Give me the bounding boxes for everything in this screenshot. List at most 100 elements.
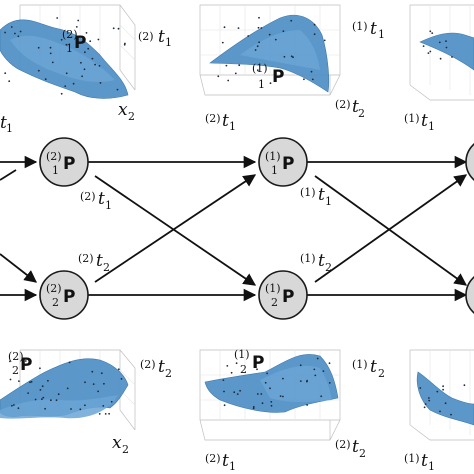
sample-point bbox=[47, 379, 49, 382]
axis-label-var: t bbox=[158, 27, 165, 47]
sample-point bbox=[254, 49, 257, 51]
sample-point bbox=[451, 56, 453, 58]
sample-point bbox=[60, 38, 63, 41]
sample-point bbox=[66, 32, 69, 34]
sample-point bbox=[22, 360, 25, 363]
edge-in-diag-1 bbox=[0, 169, 17, 181]
sample-point bbox=[98, 413, 101, 415]
sample-point bbox=[70, 408, 72, 410]
sample-point bbox=[42, 396, 45, 399]
sample-point bbox=[264, 381, 267, 384]
svg-text:2: 2 bbox=[325, 261, 332, 274]
sample-point bbox=[439, 57, 442, 60]
sample-point bbox=[438, 41, 441, 44]
plot-title-letter: P bbox=[20, 355, 32, 375]
sample-point bbox=[18, 380, 20, 382]
svg-text:2: 2 bbox=[103, 261, 110, 274]
axis-label-sup: (2) bbox=[138, 30, 154, 43]
sample-point bbox=[258, 41, 260, 44]
sample-point bbox=[97, 390, 99, 393]
sample-point bbox=[328, 382, 331, 384]
axis-label-sup: (1) bbox=[352, 358, 368, 371]
axis-label-x2-sub: 2 bbox=[122, 443, 129, 456]
sample-point bbox=[323, 39, 326, 42]
axis-label-var: t bbox=[421, 111, 428, 131]
sample-point bbox=[279, 395, 282, 397]
edge-n4-out1 bbox=[314, 174, 468, 283]
sample-point bbox=[30, 380, 33, 383]
sample-point bbox=[89, 40, 92, 43]
axis-label-sub: 2 bbox=[378, 367, 385, 380]
svg-text:(1): (1) bbox=[300, 186, 316, 199]
axis-label-x2-var: x bbox=[112, 433, 122, 453]
sample-point bbox=[84, 381, 86, 384]
plot-bottom-left: (2) 2 P (2) t 2 x 2 bbox=[0, 349, 172, 456]
sample-point bbox=[29, 381, 31, 384]
sample-point bbox=[87, 47, 90, 50]
sample-point bbox=[11, 404, 13, 407]
axis-label-sup: (2) bbox=[205, 452, 221, 465]
sample-point bbox=[112, 27, 115, 30]
sample-point bbox=[56, 17, 59, 19]
sample-point bbox=[8, 80, 11, 83]
sample-point bbox=[10, 26, 13, 28]
svg-text:t: t bbox=[318, 251, 325, 271]
sample-point bbox=[4, 31, 6, 34]
edge-label-1-t1: (1) t 1 bbox=[300, 185, 332, 208]
sample-point bbox=[14, 32, 16, 35]
sample-point bbox=[299, 364, 302, 367]
axis-label-sub: 1 bbox=[165, 36, 172, 49]
plot-title-letter: P bbox=[74, 33, 86, 53]
node-1-2: (1) 2 P bbox=[258, 270, 308, 320]
sample-point bbox=[65, 43, 68, 46]
sample-point bbox=[217, 75, 220, 78]
sample-point bbox=[422, 45, 425, 47]
node-sup: (1) bbox=[265, 282, 281, 295]
sample-point bbox=[17, 407, 20, 410]
axis-label-sup: (1) bbox=[404, 112, 420, 125]
sample-point bbox=[117, 27, 120, 30]
sample-point bbox=[270, 401, 273, 403]
axis-label-t-sub: 1 bbox=[6, 122, 13, 135]
sample-point bbox=[50, 399, 52, 402]
sample-point bbox=[266, 372, 268, 375]
surface-top-right bbox=[419, 32, 474, 71]
sample-point bbox=[84, 51, 86, 54]
sample-point bbox=[55, 399, 58, 402]
sample-point bbox=[236, 393, 239, 395]
sample-point bbox=[116, 88, 119, 91]
axis-label-sub: 2 bbox=[358, 107, 365, 120]
node-letter: P bbox=[63, 287, 75, 307]
sample-point bbox=[282, 30, 285, 33]
node-sub: 1 bbox=[52, 164, 59, 177]
sample-point bbox=[261, 402, 264, 405]
plot-title-letter: P bbox=[272, 67, 284, 87]
plot-title-sup: (1) bbox=[252, 62, 268, 75]
sample-point bbox=[290, 55, 293, 58]
sample-point bbox=[423, 406, 426, 409]
sample-point bbox=[234, 72, 237, 75]
sample-point bbox=[258, 16, 260, 19]
axis-label-var: t bbox=[370, 19, 377, 39]
sample-point bbox=[256, 393, 259, 395]
axis-label-x2-sub: 2 bbox=[128, 110, 135, 123]
sample-point bbox=[269, 387, 271, 390]
sample-point bbox=[442, 388, 444, 391]
axis-label-sub: 1 bbox=[229, 120, 236, 133]
surface-points bbox=[9, 360, 123, 415]
node-letter: P bbox=[282, 287, 294, 307]
surface-points bbox=[222, 357, 331, 410]
sample-point bbox=[283, 55, 286, 58]
sample-point bbox=[221, 41, 224, 44]
plot-title-sub: 1 bbox=[258, 78, 265, 91]
sample-point bbox=[424, 403, 427, 405]
sample-point bbox=[282, 395, 284, 398]
sample-point bbox=[247, 35, 250, 37]
axis-label-sup: (1) bbox=[352, 20, 368, 33]
sample-point bbox=[239, 389, 242, 392]
axis-label-x2-var: x bbox=[118, 100, 128, 120]
node-sub: 2 bbox=[271, 296, 278, 309]
sample-point bbox=[103, 382, 105, 385]
svg-text:(1): (1) bbox=[300, 252, 316, 265]
edge-n3-out2 bbox=[314, 175, 468, 286]
